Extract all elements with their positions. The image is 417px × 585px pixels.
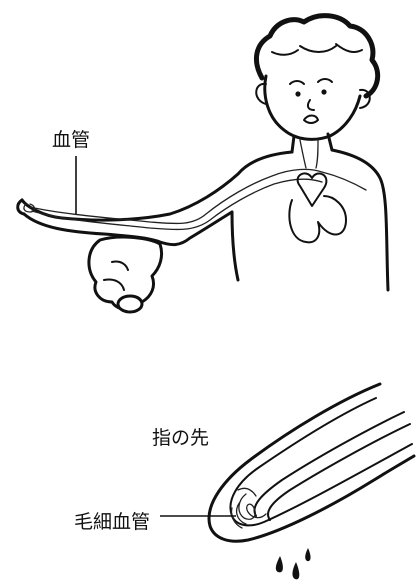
fingertip-closeup bbox=[209, 384, 414, 579]
capillary-label: 毛細血管 bbox=[74, 511, 150, 533]
boy-figure bbox=[18, 16, 388, 312]
boy-body-outline bbox=[22, 152, 292, 220]
heart-icon bbox=[298, 173, 327, 206]
blood-drop-2 bbox=[292, 562, 299, 579]
boy-hair bbox=[256, 16, 377, 96]
blood-vessel-label-group: 血管 bbox=[52, 129, 90, 214]
capillary-loops bbox=[237, 494, 266, 524]
fingertip-label: 指の先 bbox=[152, 427, 209, 449]
arm-blood-vessel bbox=[30, 169, 366, 223]
blood-drop-3 bbox=[305, 548, 310, 561]
blood-drop-1 bbox=[276, 556, 283, 572]
blood-vessel-label: 血管 bbox=[52, 129, 90, 151]
boy-face bbox=[265, 76, 360, 139]
